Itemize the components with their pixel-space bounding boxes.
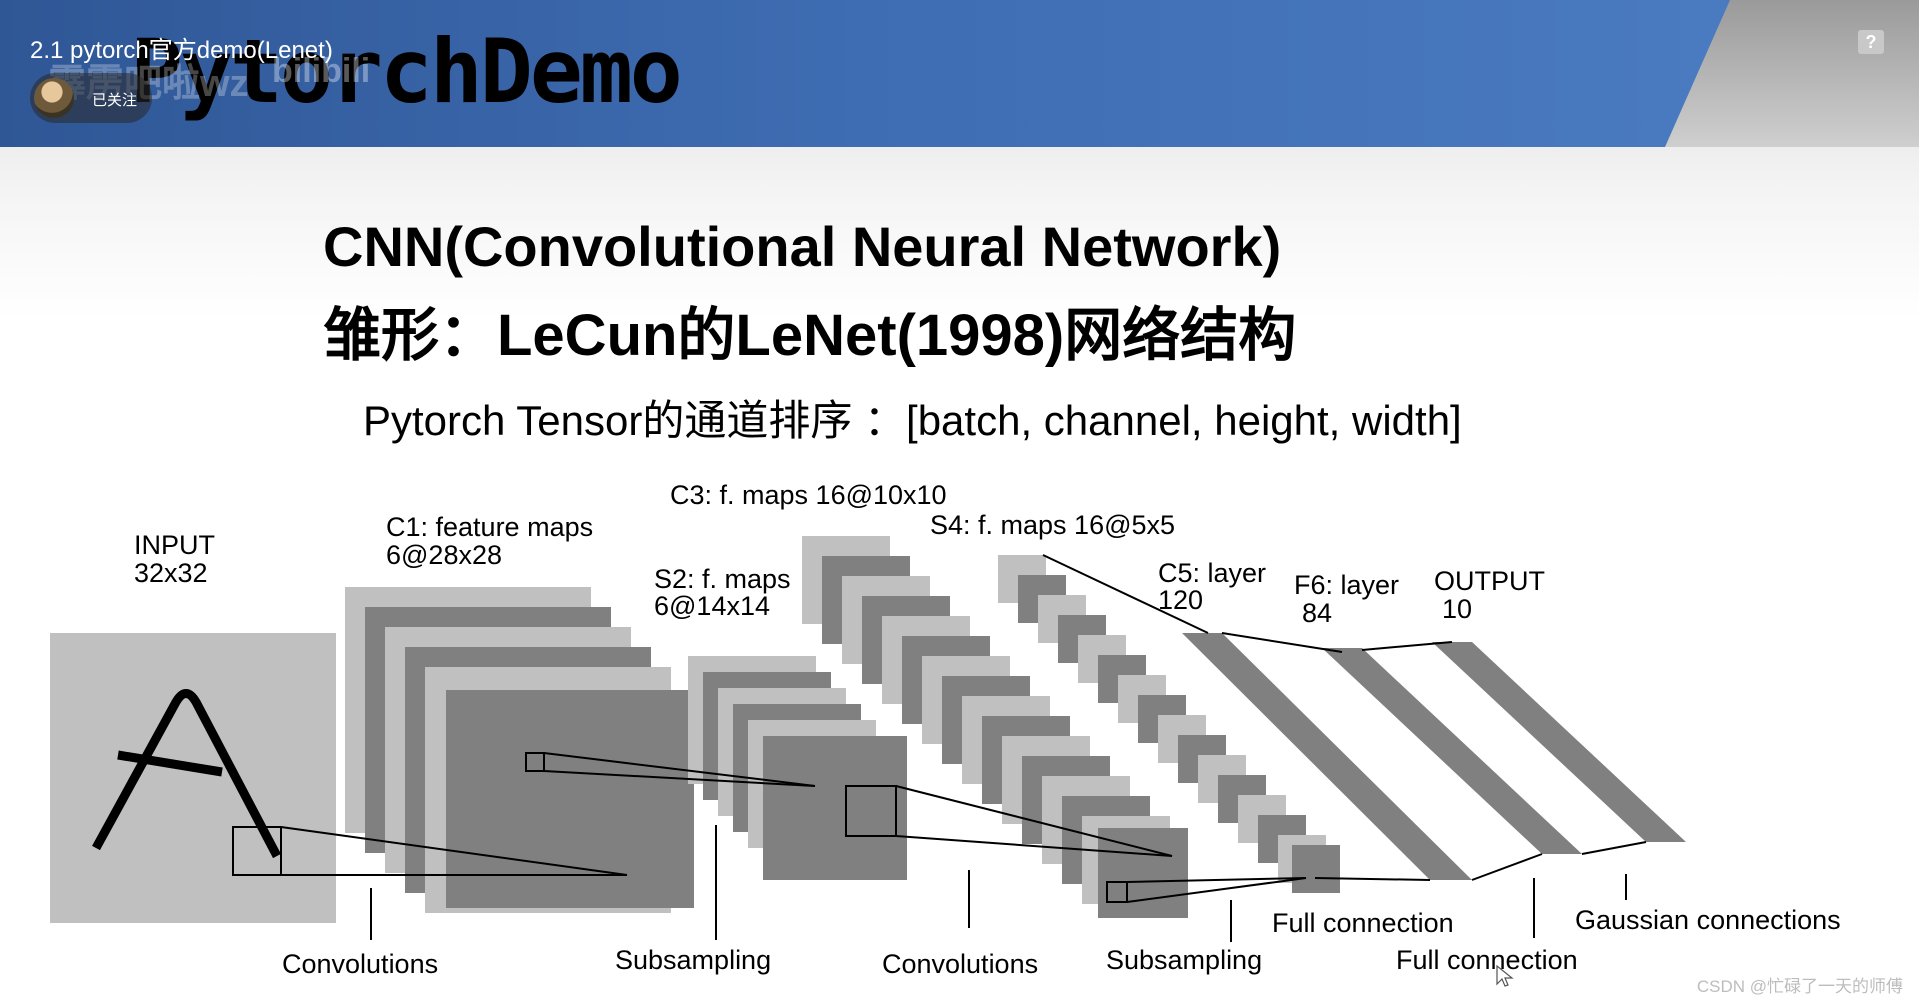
- s2-feature-maps: [688, 656, 907, 880]
- avatar[interactable]: [34, 78, 74, 118]
- c1-size-label: 6@28x28: [386, 540, 502, 570]
- op-full-connection-1: Full connection: [1272, 908, 1454, 938]
- output-label: OUTPUT: [1434, 566, 1545, 596]
- operation-ticks: [370, 825, 1627, 942]
- slide-heading-line2: 雏形：LeCun的LeNet(1998)网络结构: [323, 303, 1297, 368]
- s4-label: S4: f. maps 16@5x5: [930, 510, 1175, 540]
- banner-shape: [0, 0, 1919, 147]
- s2-size-label: 6@14x14: [654, 591, 770, 621]
- csdn-watermark: CSDN @忙碌了一天的师傅: [1696, 977, 1903, 996]
- output-layer: [1432, 642, 1686, 842]
- c5-label: C5: layer: [1158, 558, 1266, 588]
- bilibili-watermark: bilibili: [272, 52, 371, 90]
- s4-feature-maps: [998, 555, 1340, 893]
- lenet-diagram: INPUT 32x32 C1: feature maps 6@28x28 S2:…: [50, 480, 1841, 979]
- input-letter-a-bar: [117, 750, 223, 777]
- f6-label: F6: layer: [1294, 570, 1399, 600]
- op-convolutions-1: Convolutions: [282, 949, 438, 979]
- c3-label: C3: f. maps 16@10x10: [670, 480, 947, 510]
- slide-heading-line1: CNN(Convolutional Neural Network): [323, 215, 1282, 278]
- f6-size-label: 84: [1302, 598, 1332, 628]
- tensor-order-note: Pytorch Tensor的通道排序 ：[batch, channel, he…: [363, 397, 1462, 444]
- op-gaussian-connections: Gaussian connections: [1575, 905, 1841, 935]
- help-icon[interactable]: ?: [1858, 30, 1884, 54]
- s2-label: S2: f. maps: [654, 564, 791, 594]
- input-size-label: 32x32: [134, 558, 208, 588]
- mouse-cursor-icon: [1496, 965, 1514, 987]
- op-subsampling-2: Subsampling: [1106, 945, 1262, 975]
- f6-layer: [1322, 648, 1582, 854]
- c1-feature-maps: [345, 587, 694, 913]
- input-image: [50, 633, 336, 923]
- op-subsampling-1: Subsampling: [615, 945, 771, 975]
- input-letter-a: [92, 689, 281, 859]
- op-convolutions-2: Convolutions: [882, 949, 1038, 979]
- uploader-badge[interactable]: 已关注: [30, 73, 152, 123]
- op-full-connection-2: Full connection: [1396, 945, 1578, 975]
- c5-layer: [1182, 633, 1472, 880]
- c1-label: C1: feature maps: [386, 512, 593, 542]
- output-size-label: 10: [1442, 594, 1472, 624]
- video-title: 2.1 pytorch官方demo(Lenet): [30, 37, 333, 64]
- c5-size-label: 120: [1158, 585, 1203, 615]
- input-label: INPUT: [134, 530, 215, 560]
- receptive-field-lines: [232, 554, 1647, 903]
- follow-status[interactable]: 已关注: [92, 92, 138, 109]
- slide-banner: [0, 0, 1919, 147]
- banner-title: PytorchDemo: [130, 20, 683, 123]
